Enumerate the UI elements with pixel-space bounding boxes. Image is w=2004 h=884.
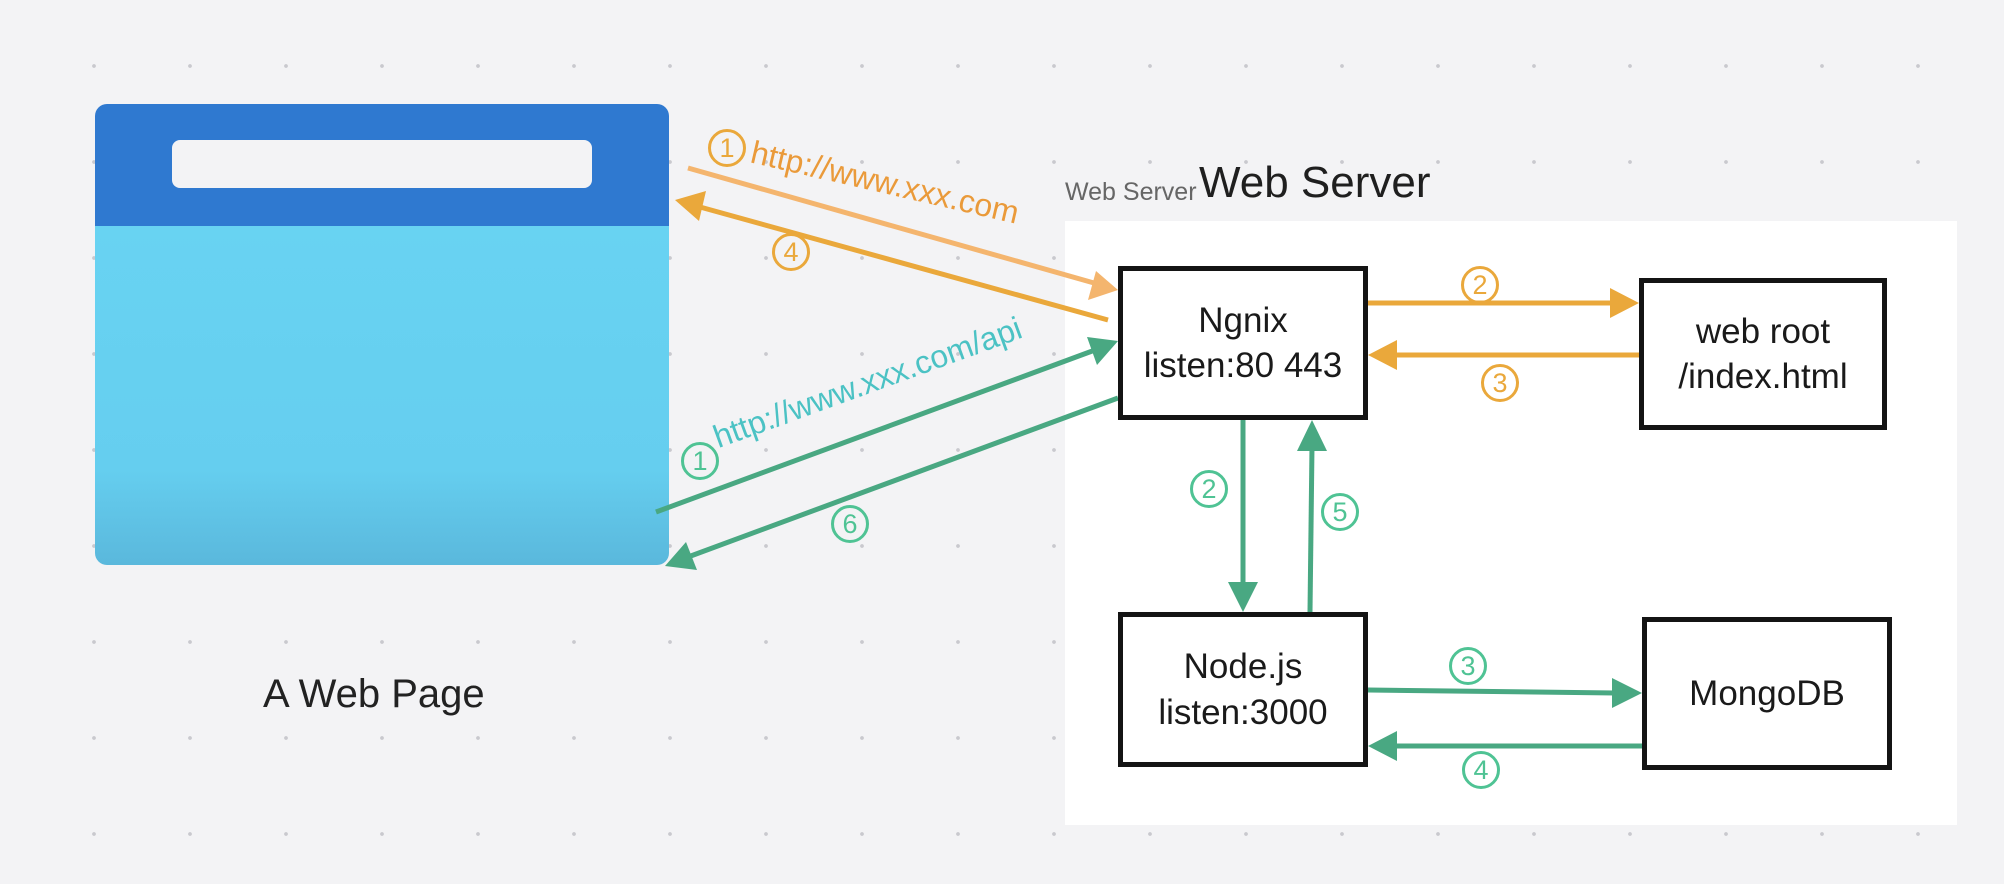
- browser-header-bar: [95, 104, 669, 226]
- api-request-arrow: [655, 337, 1118, 515]
- step-marker-page-request: 1: [708, 129, 746, 167]
- step-marker-webroot-to-nginx: 3: [1481, 364, 1519, 402]
- nginx-node: Ngnix listen:80 443: [1118, 266, 1368, 420]
- nginx-to-node-arrow: [1228, 420, 1258, 612]
- page-request-arrow: [687, 165, 1118, 300]
- webroot-to-nginx-arrow: [1368, 340, 1639, 370]
- nginx-port: listen:80 443: [1143, 346, 1343, 385]
- step-marker-api-request: 1: [681, 442, 719, 480]
- browser-window-illustration: [95, 104, 669, 565]
- step-marker-api-response: 6: [831, 505, 869, 543]
- step-marker-node-to-mongo: 3: [1449, 647, 1487, 685]
- web-server-small-label: Web Server: [1065, 178, 1197, 206]
- nginx-name: Ngnix: [1198, 300, 1288, 340]
- web-server-title: Web Server: [1199, 158, 1431, 207]
- node-to-mongo-arrow: [1367, 678, 1642, 708]
- browser-address-bar: [172, 140, 592, 188]
- nodejs-node: Node.js listen:3000: [1118, 612, 1368, 767]
- web-page-caption: A Web Page: [263, 672, 485, 716]
- node-to-nginx-arrow: [1297, 420, 1327, 613]
- webroot-name: web root: [1695, 311, 1831, 351]
- api-response-arrow: [665, 395, 1119, 570]
- browser-page-body: [95, 226, 669, 565]
- nodejs-port: listen:3000: [1158, 692, 1328, 732]
- webroot-path: /index.html: [1678, 357, 1848, 396]
- nodejs-name: Node.js: [1183, 647, 1303, 686]
- mongo-to-node-arrow: [1368, 731, 1642, 761]
- step-marker-mongo-to-node: 4: [1462, 751, 1500, 789]
- mongodb-node: MongoDB: [1642, 617, 1892, 770]
- nginx-to-webroot-arrow: [1368, 288, 1639, 318]
- step-marker-nginx-to-webroot: 2: [1461, 266, 1499, 304]
- step-marker-page-response: 4: [772, 233, 810, 271]
- webroot-node: web root /index.html: [1639, 278, 1887, 430]
- step-marker-node-to-nginx: 5: [1321, 493, 1359, 531]
- step-marker-nginx-to-node: 2: [1190, 470, 1228, 508]
- page-response-arrow: [675, 191, 1109, 323]
- mongodb-name: MongoDB: [1689, 673, 1845, 713]
